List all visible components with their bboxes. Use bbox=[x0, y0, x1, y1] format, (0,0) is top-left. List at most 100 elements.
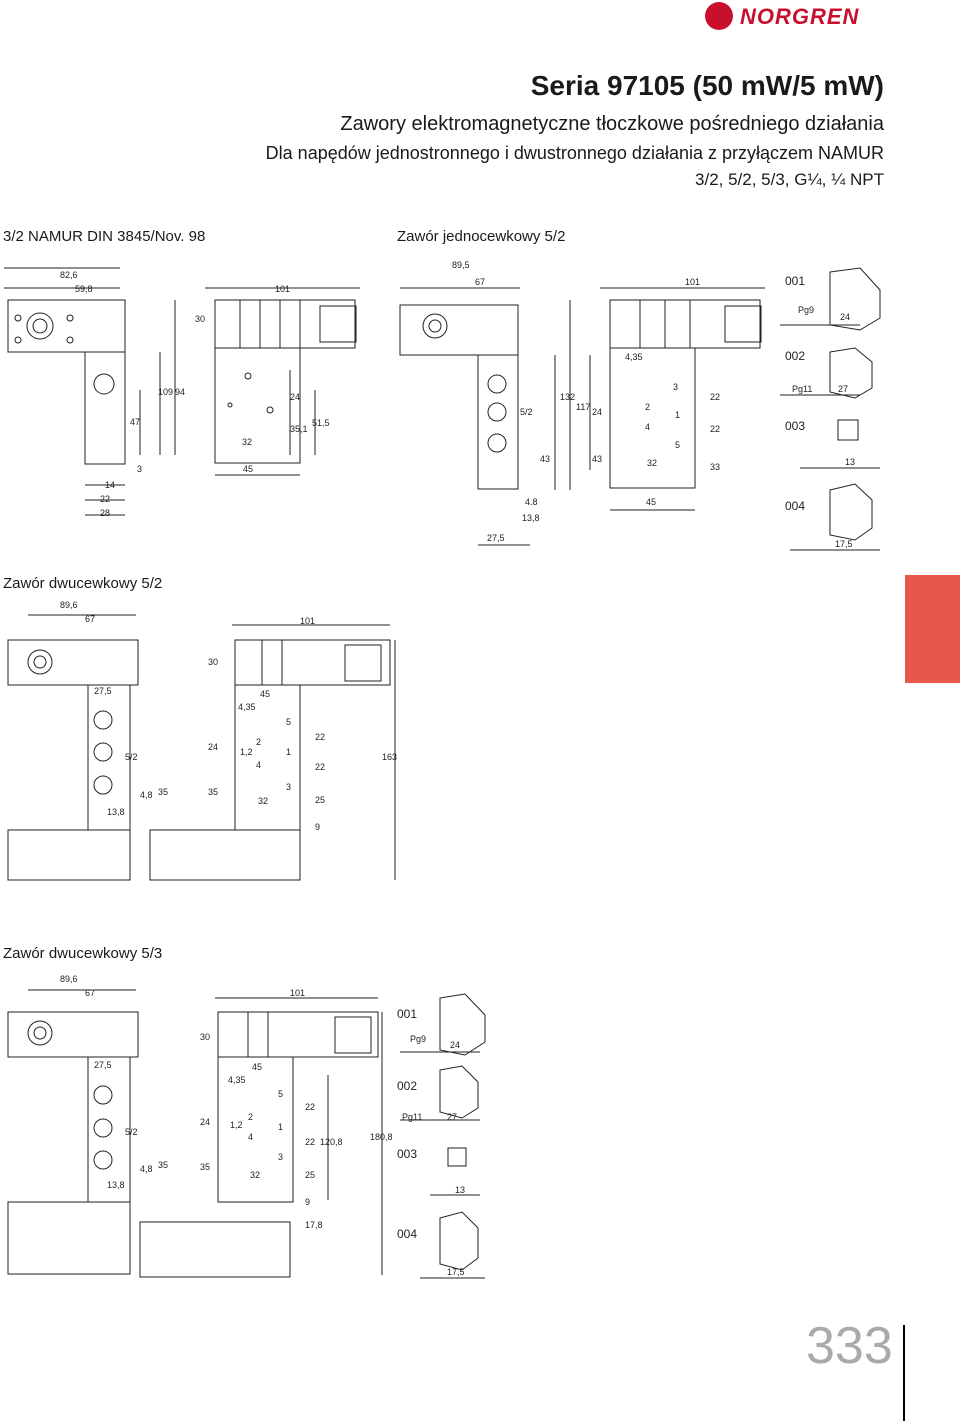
svg-text:5/2: 5/2 bbox=[125, 752, 138, 762]
svg-text:45: 45 bbox=[646, 497, 656, 507]
svg-text:2: 2 bbox=[256, 737, 261, 747]
svg-text:Pg11: Pg11 bbox=[792, 384, 812, 394]
svg-text:47: 47 bbox=[130, 417, 140, 427]
section-title-single-coil: Zawór jednocewkowy 5/2 bbox=[397, 228, 566, 245]
svg-text:120,8: 120,8 bbox=[320, 1137, 343, 1147]
svg-text:35: 35 bbox=[208, 787, 218, 797]
svg-text:27,5: 27,5 bbox=[487, 533, 505, 543]
svg-text:32: 32 bbox=[242, 437, 252, 447]
svg-text:003: 003 bbox=[397, 1147, 417, 1161]
svg-text:33: 33 bbox=[710, 462, 720, 472]
svg-text:002: 002 bbox=[397, 1079, 417, 1093]
svg-text:4,8: 4,8 bbox=[140, 1164, 153, 1174]
svg-text:27: 27 bbox=[838, 384, 848, 394]
svg-text:45: 45 bbox=[260, 689, 270, 699]
svg-text:3: 3 bbox=[673, 382, 678, 392]
section-title-namur: 3/2 NAMUR DIN 3845/Nov. 98 bbox=[3, 228, 206, 245]
svg-text:67: 67 bbox=[85, 988, 95, 998]
svg-text:109: 109 bbox=[158, 387, 173, 397]
double-coil-53-drawing bbox=[7, 989, 383, 1278]
double-coil-52-dims: 89,6 67 101 30 27,5 45 4,35 24 35 1,2 22… bbox=[60, 600, 397, 832]
svg-text:82,6: 82,6 bbox=[60, 270, 78, 280]
svg-text:35,1: 35,1 bbox=[290, 424, 308, 434]
svg-text:27,5: 27,5 bbox=[94, 686, 112, 696]
svg-text:001: 001 bbox=[397, 1007, 417, 1021]
svg-text:22: 22 bbox=[710, 392, 720, 402]
svg-text:5: 5 bbox=[278, 1089, 283, 1099]
namur-drawing bbox=[4, 267, 360, 516]
svg-text:5: 5 bbox=[675, 440, 680, 450]
svg-text:101: 101 bbox=[290, 988, 305, 998]
single-coil-drawing bbox=[399, 287, 765, 546]
section-tab-marker bbox=[905, 575, 960, 683]
svg-text:2: 2 bbox=[645, 402, 650, 412]
svg-text:13,8: 13,8 bbox=[107, 807, 125, 817]
svg-text:Pg11: Pg11 bbox=[402, 1112, 422, 1122]
section-title-double-coil-53: Zawór dwucewkowy 5/3 bbox=[3, 945, 163, 962]
subtitle-application: Dla napędów jednostronnego i dwustronneg… bbox=[265, 143, 884, 163]
norgren-logo-mark bbox=[705, 2, 733, 30]
svg-text:24: 24 bbox=[592, 407, 602, 417]
svg-text:22: 22 bbox=[315, 732, 325, 742]
svg-text:32: 32 bbox=[258, 796, 268, 806]
svg-text:30: 30 bbox=[195, 314, 205, 324]
single-coil-dims: 89,5 67 101 132 117 43 43 24 4,35 22 22 … bbox=[452, 260, 720, 543]
svg-text:24: 24 bbox=[200, 1117, 210, 1127]
svg-text:3: 3 bbox=[286, 782, 291, 792]
svg-text:45: 45 bbox=[252, 1062, 262, 1072]
svg-text:3: 3 bbox=[278, 1152, 283, 1162]
svg-text:1: 1 bbox=[278, 1122, 283, 1132]
svg-text:24: 24 bbox=[450, 1040, 460, 1050]
svg-text:4,8: 4,8 bbox=[140, 790, 153, 800]
svg-text:22: 22 bbox=[305, 1102, 315, 1112]
svg-text:17,8: 17,8 bbox=[305, 1220, 323, 1230]
svg-text:9: 9 bbox=[305, 1197, 310, 1207]
svg-text:3: 3 bbox=[137, 464, 142, 474]
page-number-divider bbox=[903, 1325, 905, 1421]
svg-text:89,6: 89,6 bbox=[60, 974, 78, 984]
svg-text:180,8: 180,8 bbox=[370, 1132, 393, 1142]
svg-text:Pg9: Pg9 bbox=[410, 1034, 426, 1044]
svg-text:89,6: 89,6 bbox=[60, 600, 78, 610]
page-number: 333 bbox=[806, 1317, 893, 1375]
svg-text:22: 22 bbox=[315, 762, 325, 772]
svg-text:35: 35 bbox=[200, 1162, 210, 1172]
svg-text:4: 4 bbox=[645, 422, 650, 432]
svg-text:45: 45 bbox=[243, 464, 253, 474]
svg-text:30: 30 bbox=[200, 1032, 210, 1042]
svg-text:43: 43 bbox=[592, 454, 602, 464]
svg-text:13,8: 13,8 bbox=[522, 513, 540, 523]
svg-text:003: 003 bbox=[785, 419, 805, 433]
svg-text:30: 30 bbox=[208, 657, 218, 667]
svg-text:25: 25 bbox=[315, 795, 325, 805]
namur-dims: 82,6 59,8 101 30 109 94 47 3 14 22 28 45… bbox=[60, 270, 330, 518]
svg-text:35: 35 bbox=[158, 1160, 168, 1170]
svg-text:101: 101 bbox=[300, 616, 315, 626]
svg-text:27: 27 bbox=[447, 1112, 457, 1122]
svg-text:Pg9: Pg9 bbox=[798, 305, 814, 315]
svg-text:4: 4 bbox=[248, 1132, 253, 1142]
connector-bottom-labels: 001 Pg9 24 002 Pg11 27 003 13 004 17,5 bbox=[397, 1007, 465, 1277]
svg-text:132: 132 bbox=[560, 392, 575, 402]
svg-text:14: 14 bbox=[105, 480, 115, 490]
svg-text:59,8: 59,8 bbox=[75, 284, 93, 294]
svg-text:22: 22 bbox=[100, 494, 110, 504]
svg-text:1: 1 bbox=[286, 747, 291, 757]
double-coil-52-drawing bbox=[7, 614, 396, 881]
svg-text:24: 24 bbox=[840, 312, 850, 322]
norgren-logo-text: NORGREN bbox=[740, 4, 860, 29]
connector-details-bottom bbox=[400, 993, 486, 1279]
svg-text:22: 22 bbox=[305, 1137, 315, 1147]
svg-text:1,2: 1,2 bbox=[240, 747, 253, 757]
norgren-logo: NORGREN bbox=[700, 0, 890, 34]
svg-text:24: 24 bbox=[290, 392, 300, 402]
svg-text:89,5: 89,5 bbox=[452, 260, 470, 270]
svg-text:004: 004 bbox=[397, 1227, 417, 1241]
svg-text:94: 94 bbox=[175, 387, 185, 397]
svg-text:17,5: 17,5 bbox=[447, 1267, 465, 1277]
svg-text:24: 24 bbox=[208, 742, 218, 752]
svg-text:4,35: 4,35 bbox=[238, 702, 256, 712]
subtitle-configurations: 3/2, 5/2, 5/3, G¼, ¼ NPT bbox=[695, 170, 884, 189]
svg-text:13,8: 13,8 bbox=[107, 1180, 125, 1190]
